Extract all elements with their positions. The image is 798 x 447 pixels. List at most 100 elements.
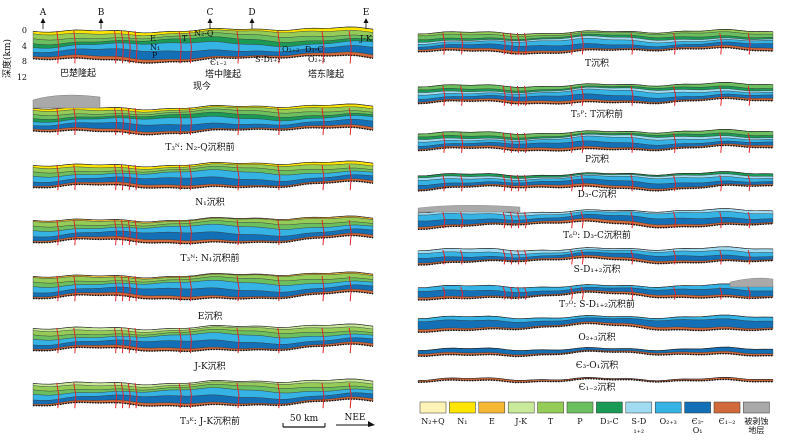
caption-right-10: Є₁₋₂沉积 bbox=[579, 381, 616, 393]
fault-line bbox=[524, 249, 528, 265]
surface-line bbox=[32, 323, 374, 331]
fault-line bbox=[120, 107, 124, 136]
caption-right-2: T₅ᴾ: T沉积前 bbox=[571, 108, 623, 120]
surface-line bbox=[417, 246, 774, 252]
fault-line bbox=[516, 132, 520, 153]
unit-d3c-label: D₃-C bbox=[305, 45, 323, 54]
section-panel bbox=[417, 314, 774, 333]
basement-line bbox=[32, 180, 374, 190]
fault-line bbox=[127, 30, 131, 64]
fault-line bbox=[580, 85, 584, 106]
fault-line bbox=[178, 327, 182, 354]
direction-label: NEE bbox=[344, 413, 365, 423]
fault-line bbox=[524, 32, 528, 55]
fault-line bbox=[277, 30, 281, 64]
fault-line bbox=[321, 275, 325, 302]
legend-label: N₂+Q bbox=[421, 417, 445, 426]
legend-swatch bbox=[537, 401, 564, 414]
fault-line bbox=[114, 107, 118, 136]
unit-jk-label: J-K bbox=[359, 34, 373, 43]
fault-line bbox=[348, 107, 352, 136]
fault-line bbox=[516, 249, 520, 265]
fault-line bbox=[509, 249, 513, 265]
fault-line bbox=[120, 382, 124, 409]
stratum-layer bbox=[417, 45, 774, 55]
fault-line bbox=[56, 219, 60, 246]
fault-line bbox=[719, 249, 723, 265]
caption-left-2: N₁沉积 bbox=[195, 196, 224, 208]
fault-line bbox=[580, 211, 584, 229]
surface-line bbox=[32, 215, 374, 223]
fault-line bbox=[114, 30, 118, 64]
fault-line bbox=[236, 164, 240, 191]
fault-line bbox=[236, 30, 240, 64]
fault-line bbox=[570, 85, 574, 106]
stratum-layer bbox=[417, 255, 774, 266]
fault-line bbox=[134, 327, 138, 354]
fault-line bbox=[56, 327, 60, 354]
legend-label: Є₁₋₂ bbox=[719, 417, 736, 426]
surface-line bbox=[417, 346, 774, 351]
y-tick-0: 0 bbox=[22, 26, 27, 35]
fault-line bbox=[134, 107, 138, 136]
fault-line bbox=[321, 107, 325, 136]
fault-line bbox=[502, 174, 506, 192]
fault-line bbox=[442, 32, 446, 55]
fault-line bbox=[114, 275, 118, 302]
legend-swatch bbox=[625, 401, 653, 414]
fault-line bbox=[114, 382, 118, 409]
fault-line bbox=[570, 174, 574, 192]
y-axis-label: 深度(km) bbox=[1, 39, 13, 78]
direction-arrow: NEE bbox=[336, 413, 375, 427]
section-panel bbox=[32, 378, 374, 409]
scale-bar: 50 km bbox=[282, 414, 326, 428]
legend-item: Є₁₋₂ bbox=[713, 401, 741, 426]
section-panel bbox=[32, 215, 374, 246]
fault-line bbox=[56, 164, 60, 191]
surface-line bbox=[417, 82, 774, 88]
fault-line bbox=[277, 164, 281, 191]
tazhong-uplift-label: 塔中隆起 bbox=[205, 68, 241, 80]
fault-line bbox=[277, 219, 281, 246]
fault-line bbox=[348, 327, 352, 354]
fault-line bbox=[580, 132, 584, 153]
caption-left-5: J-K沉积 bbox=[193, 360, 225, 372]
fault-line bbox=[673, 286, 677, 300]
unit-o23-label: O₂₊₃ bbox=[282, 45, 299, 54]
fault-line bbox=[747, 174, 751, 192]
point-c-label: C bbox=[207, 8, 214, 18]
fault-line bbox=[673, 174, 677, 192]
fault-line bbox=[509, 211, 513, 229]
fault-line bbox=[747, 286, 751, 300]
fault-line bbox=[127, 164, 131, 191]
fault-line bbox=[524, 286, 528, 300]
stratum-layer bbox=[417, 183, 774, 192]
fault-line bbox=[719, 132, 723, 153]
legend-item: N₁ bbox=[449, 401, 476, 426]
legend-item: P bbox=[566, 401, 594, 426]
y-tick-12: 12 bbox=[17, 73, 27, 82]
caption-right-8: O₂₊₃沉积 bbox=[578, 331, 615, 343]
section-panel bbox=[32, 271, 374, 302]
caption-right-9: Є₃-O₁沉积 bbox=[576, 359, 619, 371]
stratum-layer bbox=[417, 143, 774, 152]
legend-swatch bbox=[449, 401, 476, 414]
fault-line bbox=[56, 30, 60, 64]
fault-line bbox=[524, 85, 528, 106]
bachu-uplift-label: 巴楚隆起 bbox=[60, 67, 96, 79]
fault-line bbox=[460, 132, 464, 153]
fault-line bbox=[120, 275, 124, 302]
fault-line bbox=[321, 164, 325, 191]
basement-line bbox=[32, 234, 374, 245]
legend-label: 被剥蚀地层 bbox=[744, 416, 768, 435]
fault-line bbox=[127, 327, 131, 354]
cross-section-panels bbox=[32, 26, 774, 409]
fault-line bbox=[460, 249, 464, 265]
legend-swatch bbox=[478, 401, 506, 414]
fault-line bbox=[719, 85, 723, 106]
fault-line bbox=[502, 249, 506, 265]
fault-line bbox=[134, 382, 138, 409]
fault-line bbox=[73, 275, 77, 302]
legend-label: D₃-C bbox=[600, 417, 618, 426]
